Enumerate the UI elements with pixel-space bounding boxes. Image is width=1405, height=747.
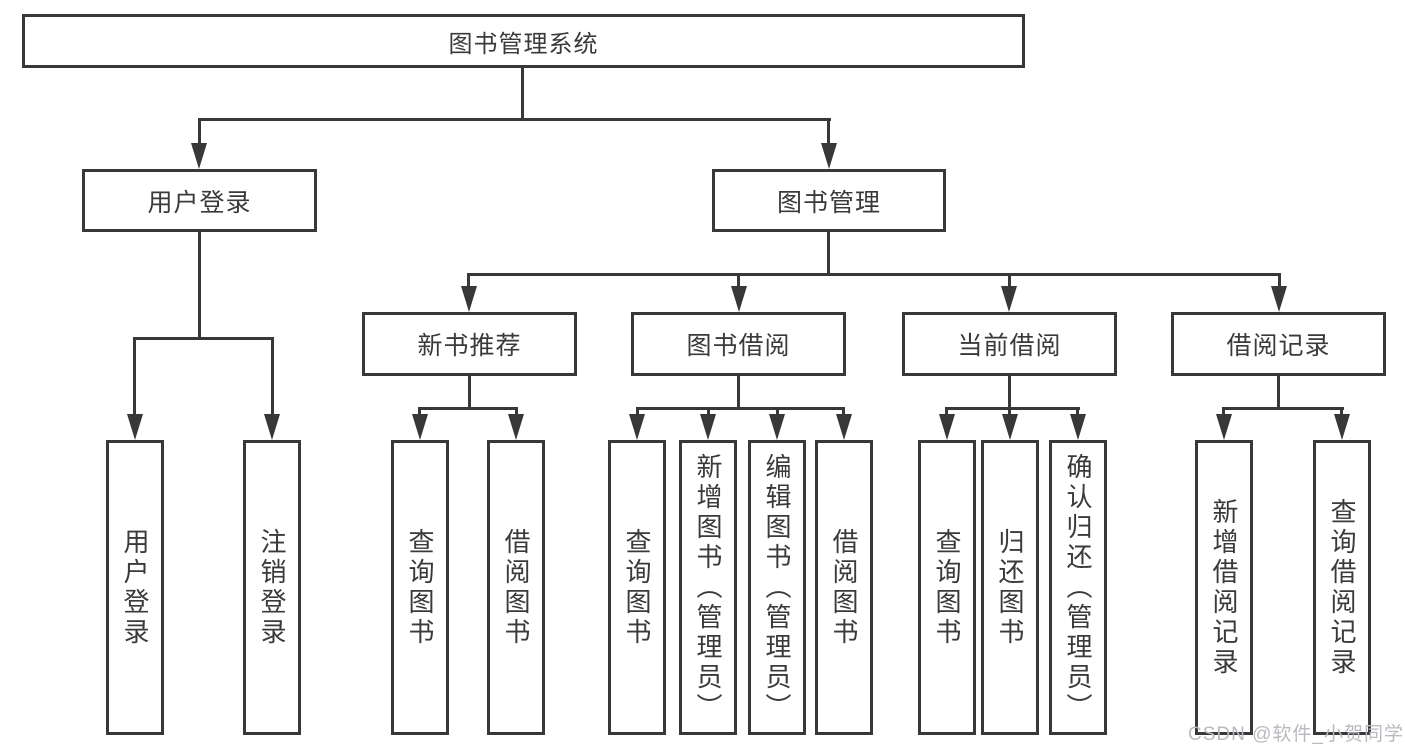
node-book-management: 图书管理 bbox=[712, 169, 946, 232]
arrow-down-icon bbox=[629, 414, 645, 440]
connector-line bbox=[737, 376, 740, 410]
leaf-query-books-current: 查询图书 bbox=[918, 440, 976, 735]
connector-line bbox=[1222, 407, 1344, 410]
leaf-edit-books-admin: 编辑图书（管理员） bbox=[748, 440, 806, 735]
leaf-borrow-books-recommend: 借阅图书 bbox=[487, 440, 545, 735]
node-current-borrow: 当前借阅 bbox=[902, 312, 1117, 376]
connector-line bbox=[133, 337, 274, 340]
arrow-down-icon bbox=[1070, 414, 1086, 440]
leaf-logout-label: 注销登录 bbox=[257, 527, 287, 648]
connector-line bbox=[1340, 407, 1343, 417]
leaf-query-borrow-record-label: 查询借阅记录 bbox=[1327, 497, 1357, 678]
arrow-down-icon bbox=[191, 143, 207, 169]
leaf-logout: 注销登录 bbox=[243, 440, 301, 735]
node-book-borrow: 图书借阅 bbox=[631, 312, 846, 376]
arrow-down-icon bbox=[821, 143, 837, 169]
connector-line bbox=[636, 407, 639, 417]
node-user-login: 用户登录 bbox=[82, 169, 317, 232]
leaf-query-books-borrow: 查询图书 bbox=[608, 440, 666, 735]
arrow-down-icon bbox=[1002, 414, 1018, 440]
leaf-confirm-return-admin: 确认归还（管理员） bbox=[1049, 440, 1107, 735]
arrow-down-icon bbox=[461, 286, 477, 312]
node-root-library-system: 图书管理系统 bbox=[22, 14, 1025, 68]
arrow-down-icon bbox=[769, 414, 785, 440]
connector-line bbox=[521, 68, 524, 120]
leaf-query-books-recommend-label: 查询图书 bbox=[405, 527, 435, 648]
connector-line bbox=[1008, 273, 1011, 289]
connector-line bbox=[198, 118, 831, 121]
connector-line bbox=[198, 232, 201, 340]
arrow-down-icon bbox=[508, 414, 524, 440]
connector-line bbox=[945, 407, 948, 417]
connector-line bbox=[636, 407, 845, 410]
connector-line bbox=[467, 273, 1281, 276]
leaf-add-books-admin-label: 新增图书（管理员） bbox=[693, 452, 723, 723]
arrow-down-icon bbox=[939, 414, 955, 440]
arrow-down-icon bbox=[1216, 414, 1232, 440]
leaf-add-books-admin: 新增图书（管理员） bbox=[679, 440, 737, 735]
leaf-add-borrow-record-label: 新增借阅记录 bbox=[1209, 497, 1239, 678]
node-borrow-records: 借阅记录 bbox=[1171, 312, 1386, 376]
leaf-user-login: 用户登录 bbox=[106, 440, 164, 735]
connector-line bbox=[418, 407, 518, 410]
leaf-query-books-recommend: 查询图书 bbox=[391, 440, 449, 735]
connector-line bbox=[133, 337, 136, 417]
arrow-down-icon bbox=[1271, 286, 1287, 312]
arrow-down-icon bbox=[836, 414, 852, 440]
arrow-down-icon bbox=[264, 414, 280, 440]
connector-line bbox=[271, 337, 274, 417]
connector-line bbox=[1278, 273, 1281, 289]
arrow-down-icon bbox=[731, 286, 747, 312]
leaf-return-books-label: 归还图书 bbox=[995, 527, 1025, 648]
leaf-edit-books-admin-label: 编辑图书（管理员） bbox=[762, 452, 792, 723]
connector-line bbox=[827, 232, 830, 276]
arrow-down-icon bbox=[127, 414, 143, 440]
connector-line bbox=[842, 407, 845, 417]
leaf-query-books-current-label: 查询图书 bbox=[932, 527, 962, 648]
leaf-borrow-books: 借阅图书 bbox=[815, 440, 873, 735]
leaf-borrow-books-recommend-label: 借阅图书 bbox=[501, 527, 531, 648]
csdn-watermark: CSDN @软件_小贺同学 bbox=[1188, 724, 1404, 745]
leaf-return-books: 归还图书 bbox=[981, 440, 1039, 735]
connector-line bbox=[1008, 376, 1011, 410]
leaf-borrow-books-label: 借阅图书 bbox=[829, 527, 859, 648]
connector-line bbox=[198, 118, 201, 146]
leaf-confirm-return-admin-label: 确认归还（管理员） bbox=[1063, 452, 1093, 723]
arrow-down-icon bbox=[412, 414, 428, 440]
connector-line bbox=[827, 118, 830, 146]
connector-line bbox=[945, 407, 1080, 410]
leaf-user-login-label: 用户登录 bbox=[120, 527, 150, 648]
arrow-down-icon bbox=[700, 414, 716, 440]
connector-line bbox=[1008, 407, 1011, 417]
connector-line bbox=[1222, 407, 1225, 417]
connector-line bbox=[515, 407, 518, 417]
node-new-book-recommend: 新书推荐 bbox=[362, 312, 577, 376]
connector-line bbox=[418, 407, 421, 417]
connector-line bbox=[1076, 407, 1079, 417]
leaf-query-borrow-record: 查询借阅记录 bbox=[1313, 440, 1371, 735]
arrow-down-icon bbox=[1334, 414, 1350, 440]
leaf-query-books-borrow-label: 查询图书 bbox=[622, 527, 652, 648]
connector-line bbox=[1277, 376, 1280, 410]
connector-line bbox=[737, 273, 740, 289]
arrow-down-icon bbox=[1001, 286, 1017, 312]
connector-line bbox=[707, 407, 710, 417]
connector-line bbox=[776, 407, 779, 417]
connector-line bbox=[468, 376, 471, 410]
connector-line bbox=[467, 273, 470, 289]
leaf-add-borrow-record: 新增借阅记录 bbox=[1195, 440, 1253, 735]
